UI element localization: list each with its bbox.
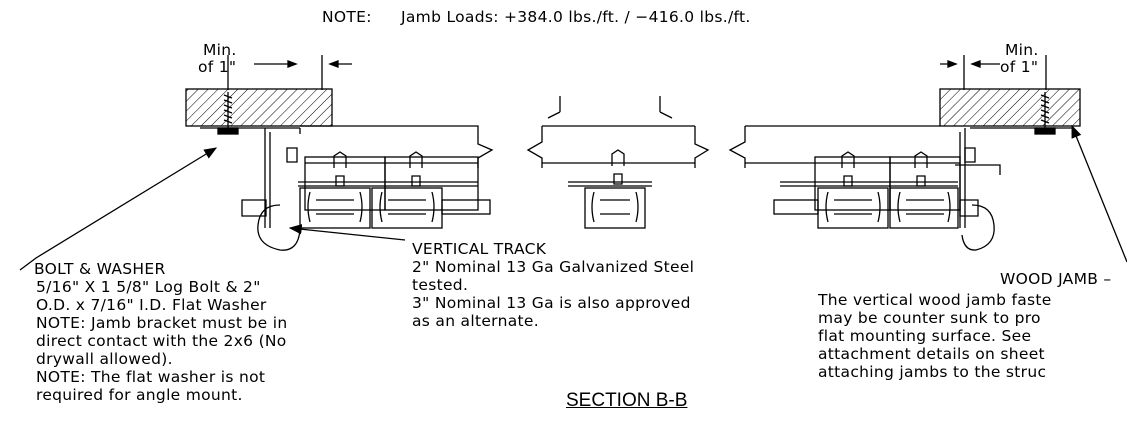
wood-jamb-callout-leader <box>1071 124 1127 263</box>
bolt-washer-line: required for angle mount. <box>36 386 243 404</box>
center-track-section <box>526 96 710 229</box>
left-min-dimension-label: Min. of 1" <box>198 42 237 76</box>
bolt-washer-line: drywall allowed). <box>36 350 173 368</box>
wood-jamb-line: attaching jambs to the struc <box>818 363 1047 381</box>
wood-jamb-line: flat mounting surface. See <box>818 327 1032 345</box>
vertical-track-line: 3" Nominal 13 Ga is also approved <box>412 294 691 312</box>
right-lag-bolt <box>1034 92 1056 135</box>
right-min-line-1: Min. <box>1005 41 1039 59</box>
bolt-washer-callout: BOLT & WASHER 5/16" X 1 5/8" Log Bolt & … <box>34 260 288 404</box>
vertical-track-line: tested. <box>412 276 469 294</box>
left-wall <box>300 125 494 168</box>
bolt-washer-line: 5/16" X 1 5/8" Log Bolt & 2" <box>36 278 261 296</box>
bolt-washer-line: NOTE: Jamb bracket must be in <box>36 314 288 332</box>
bolt-callout-leader <box>19 147 218 271</box>
track-callout-leader <box>288 224 406 241</box>
note-text: Jamb Loads: +384.0 lbs./ft. / −416.0 lbs… <box>401 8 751 26</box>
right-track-assembly <box>745 147 995 251</box>
vertical-track-callout: VERTICAL TRACK 2" Nominal 13 Ga Galvaniz… <box>412 240 694 330</box>
right-min-dimension-label: Min. of 1" <box>1000 42 1039 76</box>
right-dimension-marks <box>940 55 1047 90</box>
vertical-track-line: 2" Nominal 13 Ga Galvanized Steel <box>412 258 695 276</box>
vertical-track-line: as an alternate. <box>412 312 539 330</box>
wood-jamb-line: may be counter sunk to pro <box>818 309 1041 327</box>
left-min-line-2: of 1" <box>198 58 237 76</box>
wood-jamb-line: attachment details on sheet <box>818 345 1045 363</box>
wood-jamb-line: The vertical wood jamb faste <box>818 291 1052 309</box>
right-wood-jamb <box>939 88 1081 127</box>
left-dimension-marks <box>227 55 352 90</box>
note-prefix: NOTE: <box>322 8 372 26</box>
bolt-washer-line: direct contact with the 2x6 (No <box>36 332 287 350</box>
left-min-line-1: Min. <box>203 41 237 59</box>
left-wood-jamb <box>185 88 333 127</box>
left-track-assembly <box>241 147 491 251</box>
right-wall <box>728 125 940 168</box>
bolt-washer-line: O.D. x 7/16" I.D. Flat Washer <box>36 296 267 314</box>
jamb-load-note: NOTE: Jamb Loads: +384.0 lbs./ft. / −416… <box>322 8 751 26</box>
right-jamb-bracket <box>955 127 1072 228</box>
bolt-washer-line: NOTE: The flat washer is not <box>36 368 266 386</box>
wood-jamb-heading: WOOD JAMB – <box>1000 270 1112 288</box>
section-title: SECTION B-B <box>566 390 688 411</box>
vertical-track-heading: VERTICAL TRACK <box>412 240 547 258</box>
left-jamb-bracket <box>200 127 301 228</box>
right-min-line-2: of 1" <box>1000 58 1039 76</box>
bolt-washer-heading: BOLT & WASHER <box>34 260 166 278</box>
wood-jamb-callout: The vertical wood jamb faste may be coun… <box>818 291 1052 381</box>
